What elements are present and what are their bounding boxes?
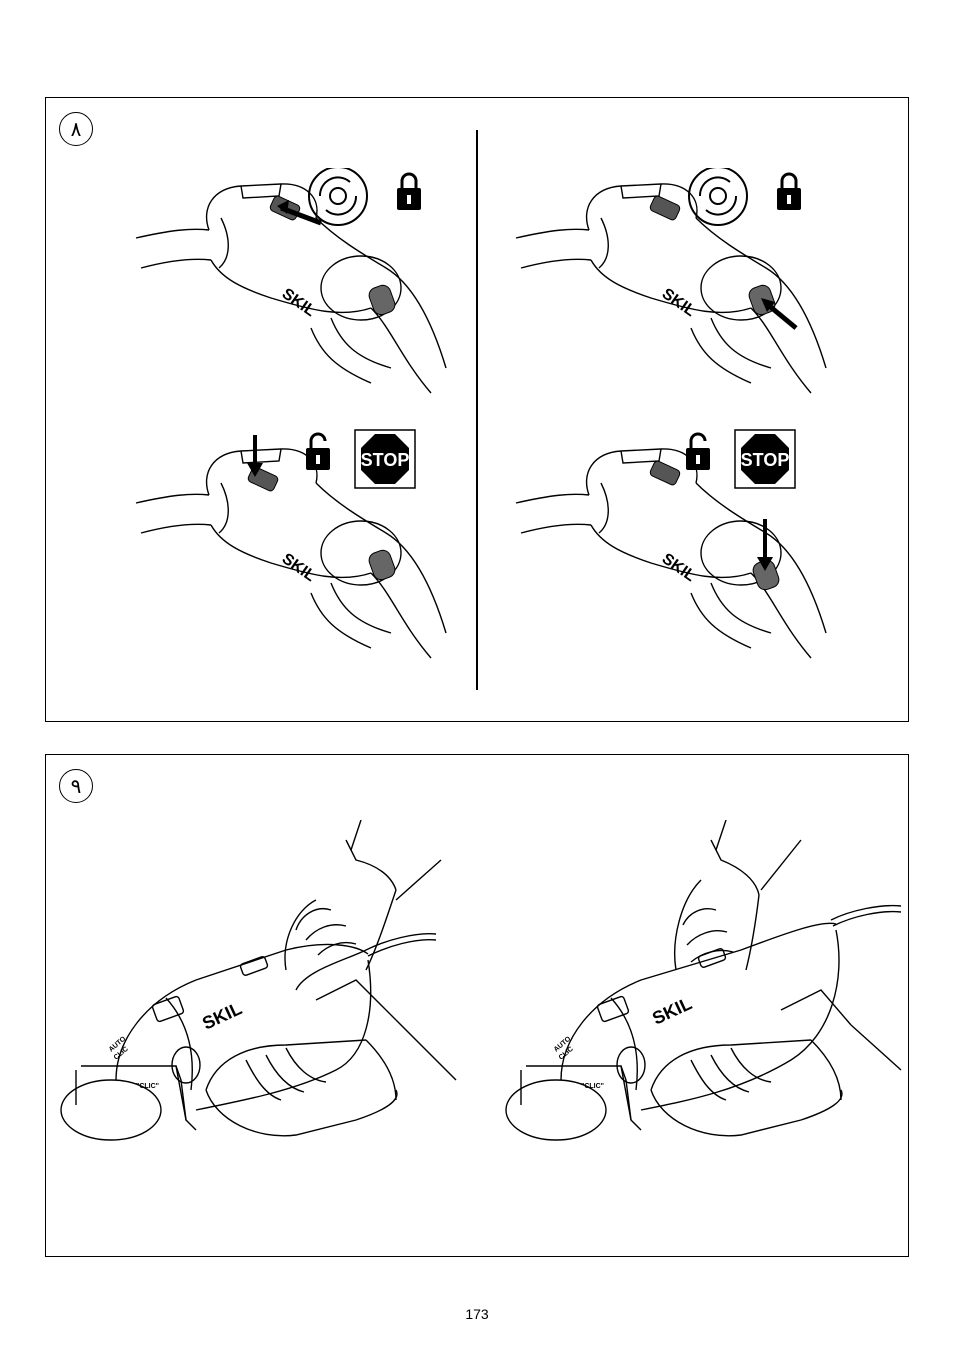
- status-icons-lock-off-a: STOP: [306, 429, 416, 489]
- brand-label: SKIL: [649, 993, 695, 1028]
- grinder-illustration-lock-off-a: SKIL: [135, 435, 447, 659]
- rotation-icon: [308, 168, 368, 226]
- status-icons-lock-on-b: [688, 168, 801, 226]
- rotation-icon: [688, 168, 748, 226]
- stop-label: STOP: [361, 450, 410, 470]
- brand-label: SKIL: [279, 550, 319, 585]
- clic-quoted-label: "CLIC": [136, 1083, 159, 1090]
- panel-divider: [476, 130, 478, 690]
- lock-open-icon: [686, 432, 710, 470]
- brand-label: SKIL: [279, 285, 319, 320]
- lock-open-icon: [306, 432, 330, 470]
- grinder-two-hand-grip-b: SKIL AUTO CLIC "CLIC": [505, 820, 902, 1141]
- figure-8-number: ٨: [59, 112, 93, 146]
- stop-sign-icon: STOP: [354, 429, 416, 489]
- page-number: 173: [465, 1306, 489, 1322]
- stop-label: STOP: [741, 450, 790, 470]
- status-icons-lock-on-a: [308, 168, 421, 226]
- brand-label: SKIL: [199, 998, 245, 1033]
- stop-sign-icon: STOP: [734, 429, 796, 489]
- clic-quoted-label: "CLIC": [581, 1083, 604, 1090]
- grinder-two-hand-grip-a: SKIL AUTO CLIC "CLIC": [60, 820, 457, 1141]
- figure-9-panel: ٩: [45, 754, 909, 1257]
- lock-closed-icon: [397, 172, 421, 210]
- grinder-illustration-lock-off-b: SKIL: [515, 448, 827, 659]
- grinder-illustration-lock-on-b: SKIL: [515, 183, 827, 394]
- figure-9-number: ٩: [59, 769, 93, 803]
- brand-label: SKIL: [659, 550, 699, 585]
- lock-closed-icon: [777, 172, 801, 210]
- brand-label: SKIL: [659, 285, 699, 320]
- figure-8-panel: ٨ SKIL: [45, 97, 909, 722]
- grinder-illustration-lock-on-a: SKIL: [135, 183, 447, 394]
- status-icons-lock-off-b: STOP: [686, 429, 796, 489]
